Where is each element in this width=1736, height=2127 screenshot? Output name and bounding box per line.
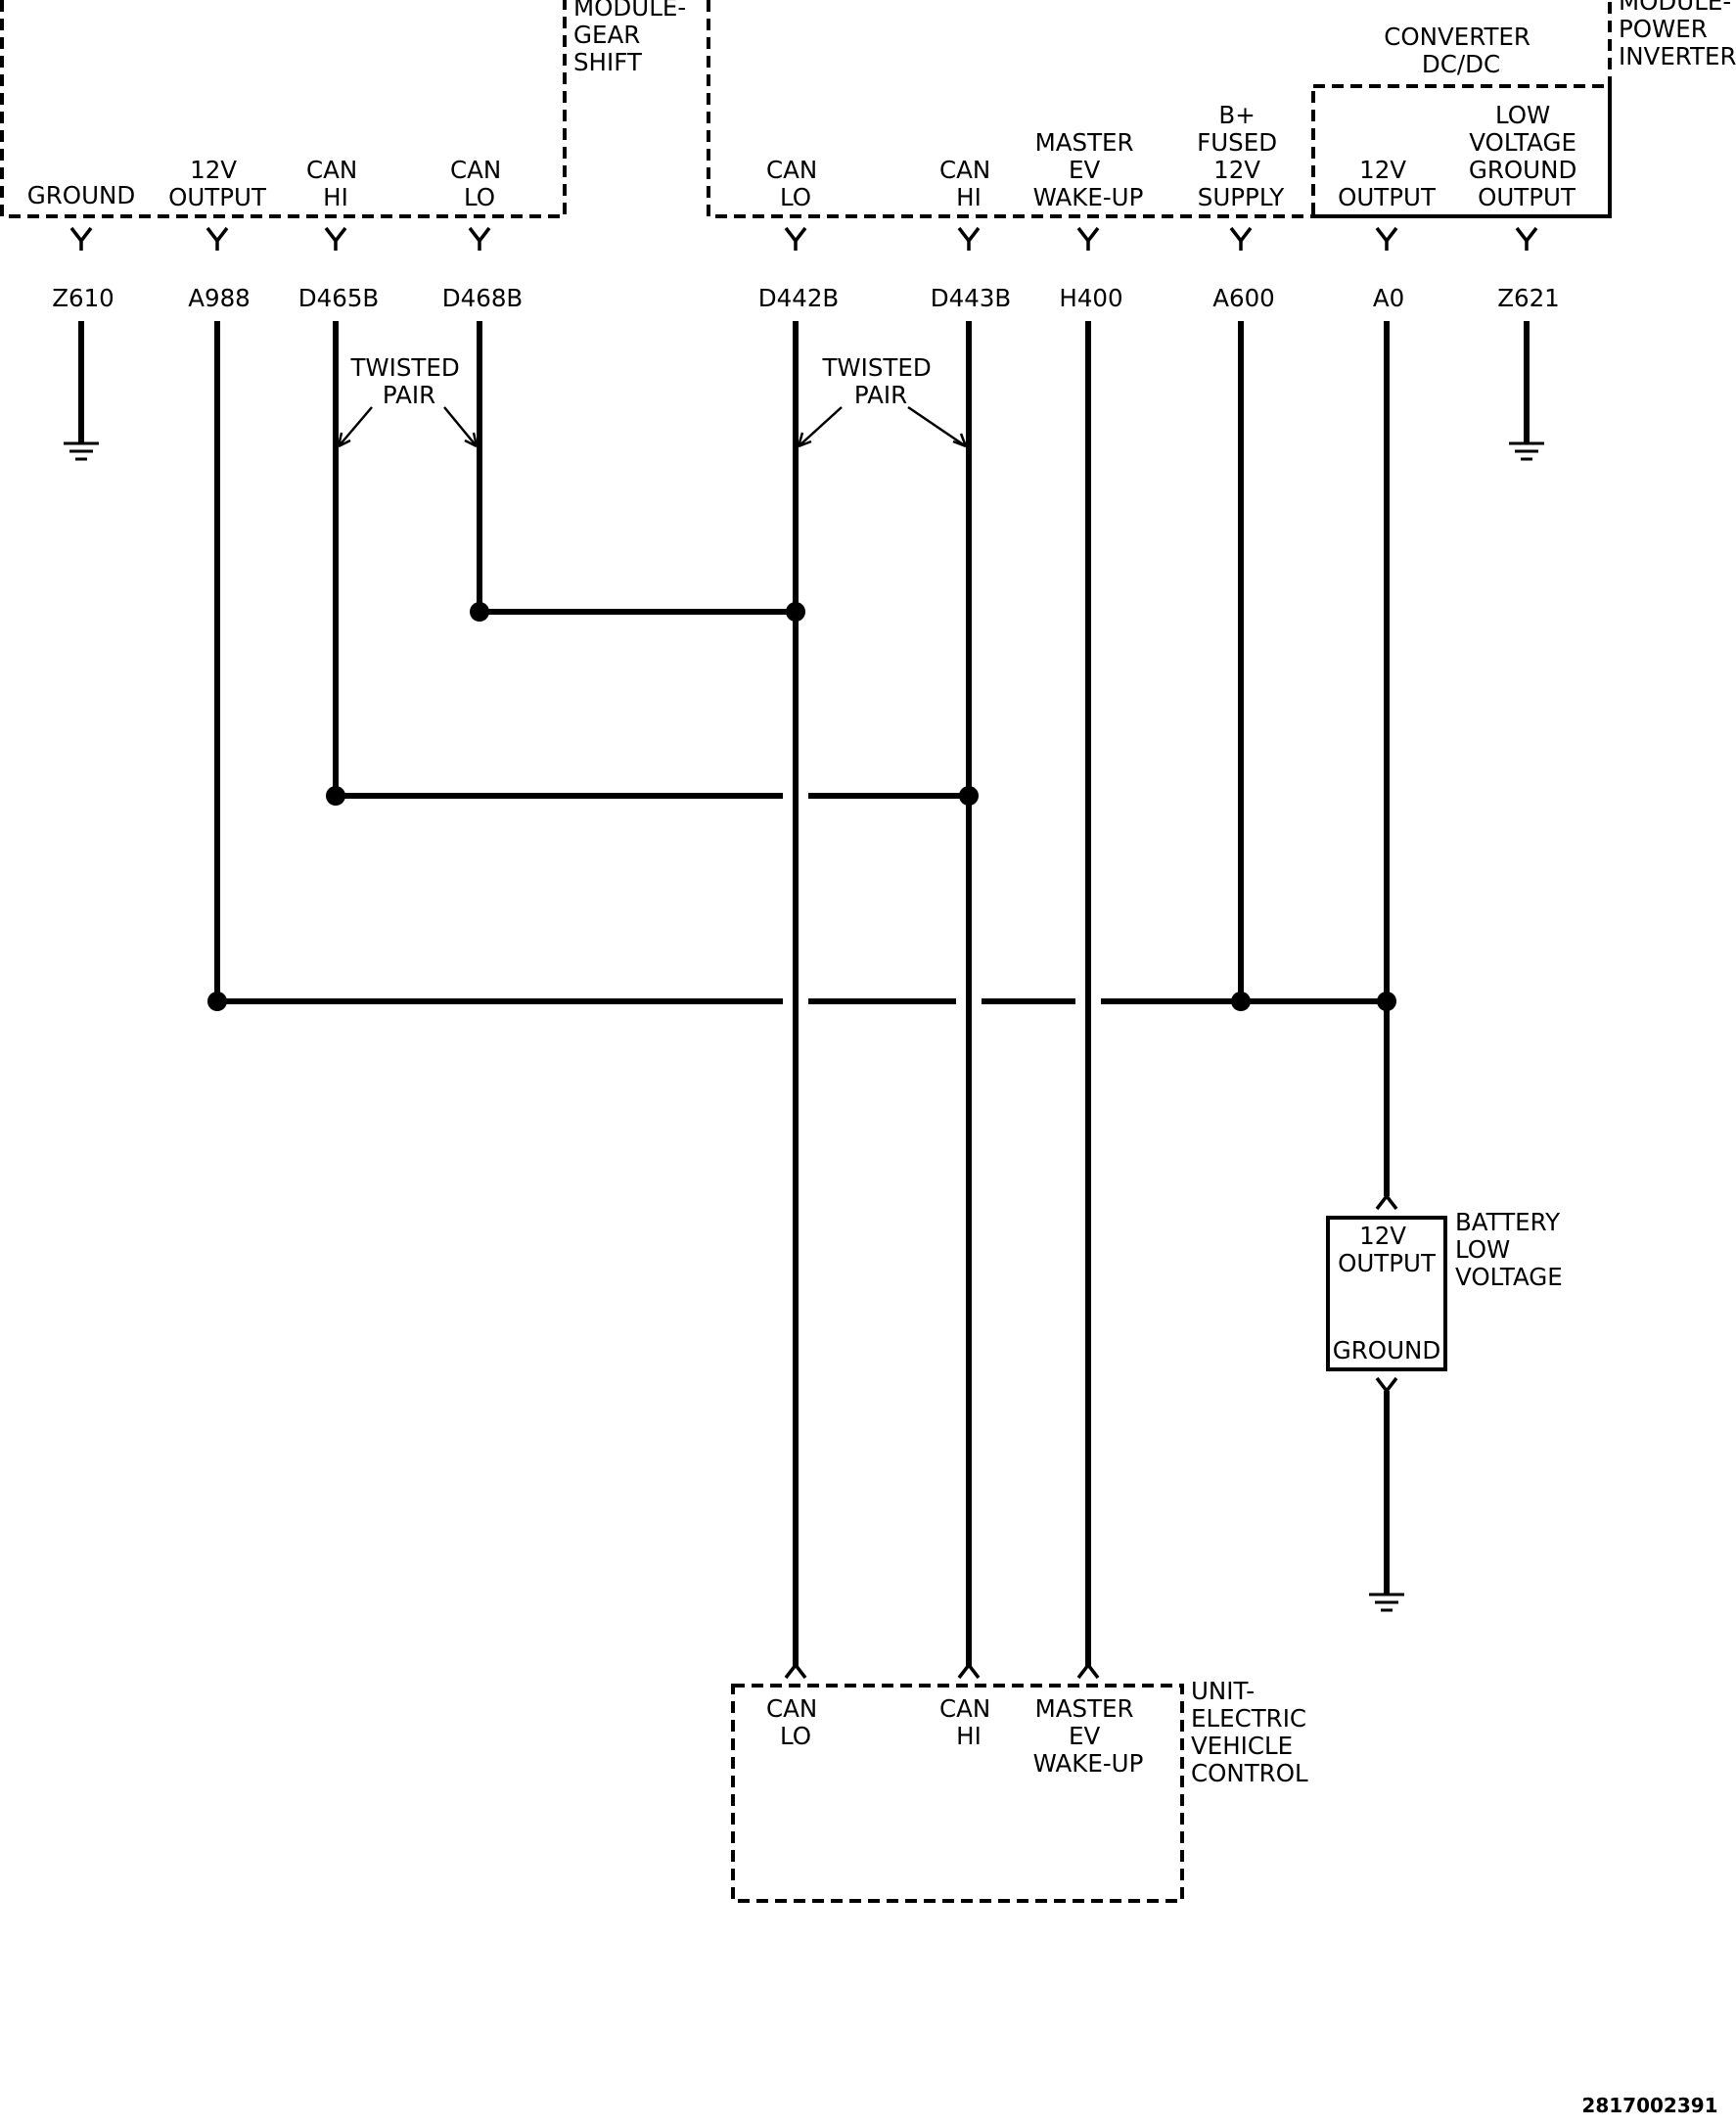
- circuit-label-a600: A600: [1212, 284, 1275, 312]
- pin-label-gs-12v-output: 12V OUTPUT: [168, 156, 267, 211]
- circuit-label-d442b: D442B: [758, 284, 839, 312]
- circuit-label-d443b: D443B: [931, 284, 1011, 312]
- twisted-pair-label: TWISTED PAIR: [821, 353, 938, 409]
- pin-symbol-d443b: [957, 226, 981, 251]
- pin-label-evc-can-lo: CAN LO: [766, 1694, 825, 1750]
- pin-symbol-d468b: [468, 226, 491, 251]
- pin-symbol-d442b: [784, 226, 807, 251]
- pin-symbol-a600: [1229, 226, 1253, 251]
- battery-name: BATTERY LOW VOLTAGE: [1455, 1208, 1568, 1291]
- pin-label-gs-ground: GROUND: [27, 181, 135, 209]
- pin-symbol-d465b: [324, 226, 347, 251]
- circuit-label-d468b: D468B: [442, 284, 523, 312]
- ground-icon: [1509, 431, 1544, 461]
- connector-pins: [69, 226, 1538, 1680]
- unit-evc-name: UNIT- ELECTRIC VEHICLE CONTROL: [1191, 1677, 1314, 1787]
- pin-label-evc-can-hi: CAN HI: [939, 1694, 998, 1750]
- splice-points: [207, 602, 1396, 1011]
- splice-dot-d465b: [326, 786, 345, 806]
- circuit-label-a0: A0: [1373, 284, 1404, 312]
- module-power-inverter-name: MODULE- POWER INVERTER: [1619, 0, 1736, 70]
- pin-symbol-bat-12v-output: [1375, 1193, 1398, 1211]
- twisted-pair-annotation-right: TWISTED PAIR: [797, 353, 968, 448]
- battery-box: [1326, 1216, 1447, 1371]
- unit-evc-border: [731, 1684, 1184, 1903]
- pin-label-bat-ground: GROUND: [1333, 1336, 1440, 1364]
- splice-dot-a988: [207, 992, 227, 1011]
- arrow-icon: [443, 406, 479, 448]
- arrow-icon: [337, 406, 373, 448]
- pin-symbol-evc-can-hi: [957, 1662, 981, 1680]
- pin-label-bat-12v-output: 12V OUTPUT: [1338, 1222, 1437, 1277]
- module-power-inverter: MODULE- POWER INVERTER CONVERTER DC/DC C…: [707, 0, 1736, 218]
- pin-symbol-evc-master-ev-wakeup: [1076, 1662, 1100, 1680]
- twisted-pair-label: TWISTED PAIR: [349, 353, 467, 409]
- pin-label-conv-12v-output: 12V OUTPUT: [1338, 156, 1437, 211]
- pin-symbol-a0: [1375, 226, 1398, 251]
- pin-label-pi-can-lo: CAN LO: [766, 156, 825, 211]
- module-gear-shift-name: MODULE- GEAR SHIFT: [573, 0, 694, 76]
- pin-symbol-evc-can-lo: [784, 1662, 807, 1680]
- pin-label-conv-low-voltage-ground: LOW VOLTAGE GROUND OUTPUT: [1469, 101, 1584, 211]
- pin-symbol-z610: [69, 226, 93, 251]
- ground-icon: [64, 431, 99, 461]
- wires: [78, 321, 1530, 1666]
- converter-dc-dc-name: CONVERTER DC/DC: [1384, 23, 1537, 78]
- circuit-label-h400: H400: [1059, 284, 1122, 312]
- pin-label-gs-can-hi: CAN HI: [306, 156, 365, 211]
- splice-dot-a0: [1377, 992, 1396, 1011]
- splice-dot-d443b: [959, 786, 979, 806]
- battery-low-voltage: BATTERY LOW VOLTAGE 12V OUTPUT GROUND: [1326, 1208, 1568, 1371]
- converter-dc-dc-border: [1311, 84, 1612, 218]
- splice-dot-d442b: [786, 602, 805, 622]
- pin-label-pi-b-fused-supply: B+ FUSED 12V SUPPLY: [1197, 101, 1285, 211]
- pin-symbol-z621: [1515, 226, 1538, 251]
- pin-symbol-h400: [1076, 226, 1100, 251]
- ground-symbols: [64, 431, 1544, 1612]
- arrow-icon: [797, 406, 843, 448]
- ground-icon: [1369, 1582, 1404, 1612]
- circuit-label-z610: Z610: [52, 284, 114, 312]
- splice-dot-a600: [1231, 992, 1251, 1011]
- unit-electric-vehicle-control: UNIT- ELECTRIC VEHICLE CONTROL CAN LO CA…: [731, 1677, 1314, 1903]
- pin-symbol-a988: [206, 226, 229, 251]
- pin-symbol-bat-ground: [1375, 1376, 1398, 1394]
- splice-dot-d468b: [470, 602, 489, 622]
- pin-label-evc-master-ev-wakeup: MASTER EV WAKE-UP: [1033, 1694, 1144, 1778]
- circuit-label-a988: A988: [188, 284, 251, 312]
- arrow-icon: [907, 405, 968, 448]
- pin-label-pi-can-hi: CAN HI: [939, 156, 998, 211]
- module-gear-shift: MODULE- GEAR SHIFT GROUND 12V OUTPUT CAN…: [0, 0, 694, 218]
- circuit-label-d465b: D465B: [298, 284, 379, 312]
- circuit-label-z621: Z621: [1497, 284, 1560, 312]
- circuit-labels: Z610 A988 D465B D468B D442B D443B H400 A…: [52, 284, 1560, 312]
- pin-label-gs-can-lo: CAN LO: [450, 156, 509, 211]
- twisted-pair-annotation-left: TWISTED PAIR: [337, 353, 479, 448]
- pin-label-pi-master-ev-wakeup: MASTER EV WAKE-UP: [1033, 128, 1144, 211]
- figure-id: 2817002391: [1581, 2094, 1717, 2117]
